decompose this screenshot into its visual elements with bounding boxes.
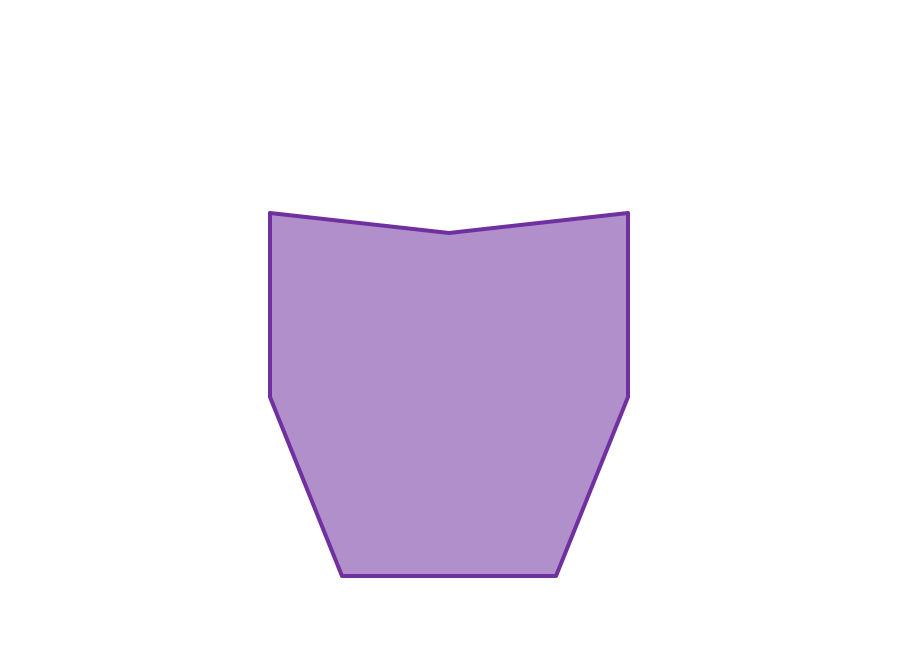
purple-polygon [268, 211, 630, 578]
